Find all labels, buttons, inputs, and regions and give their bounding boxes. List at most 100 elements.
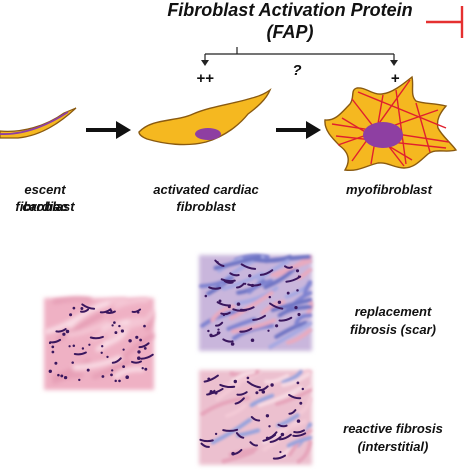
tissue-fiber-streak: [268, 321, 312, 349]
tissue-nucleus-dot: [122, 365, 126, 369]
tissue-nucleus-rod: [236, 282, 245, 289]
tissue-nucleus-dot: [118, 324, 121, 328]
tissue-fiber-streak: [113, 297, 149, 310]
tissue-nucleus-rod: [278, 433, 292, 441]
tissue-fiber-streak: [138, 310, 155, 326]
tissue-nucleus-dot: [268, 295, 272, 299]
fibrosis-replacement-line-2: fibrosis (scar): [350, 322, 436, 337]
tissue-fiber-streak: [91, 322, 121, 342]
tissue-fiber-streak: [277, 305, 312, 318]
tissue-nucleus-dot: [137, 356, 141, 360]
fap-bracket: [204, 47, 395, 60]
tissue-nucleus-dot: [106, 355, 109, 359]
tissue-nucleus-dot: [230, 342, 235, 346]
tissue-nucleus-rod: [269, 302, 284, 310]
tissue-nucleus-dot: [63, 375, 68, 380]
tissue-panel-replacement-fibrosis: [199, 253, 314, 351]
fibrosis-reactive-line-1: reactive fibrosis: [343, 421, 443, 436]
tissue-nucleus-rod: [215, 321, 224, 327]
tissue-fiber-streak: [51, 372, 84, 384]
tissue-fiber-streak: [285, 290, 312, 312]
bracket-arrowhead-right-icon: [390, 60, 398, 66]
tissue-fiber-streak: [234, 286, 279, 306]
tissue-nucleus-rod: [288, 393, 302, 400]
tissue-fiber-streak: [276, 419, 307, 432]
tissue-fiber-streak: [281, 372, 311, 387]
effect-label-myofibroblast: +: [390, 70, 400, 87]
tissue-nucleus-rod: [293, 429, 305, 434]
tissue-nucleus-dot: [65, 329, 70, 334]
tissue-nucleus-rod: [246, 380, 261, 389]
tissue-nucleus-rod: [235, 432, 245, 439]
tissue-nucleus-rod: [267, 431, 278, 440]
tissue-fiber-streak: [51, 358, 91, 380]
tissue-panel-reactive-fibrosis: [199, 369, 312, 465]
tissue-nucleus-rod: [236, 391, 248, 396]
tissue-nucleus-rod: [247, 283, 262, 287]
tissue-nucleus-dot: [135, 335, 139, 339]
tissue-nucleus-dot: [265, 414, 270, 418]
tissue-fiber-streak: [263, 255, 311, 263]
tissue-nucleus-dot: [295, 269, 300, 273]
tissue-nucleus-dot: [248, 274, 252, 278]
tissue-nucleus-dot: [279, 450, 282, 454]
tissue-fiber-streak: [294, 313, 312, 326]
tissue-fiber-streak: [302, 280, 312, 297]
tissue-nucleus-dot: [86, 368, 90, 372]
tissue-nucleus-dot: [111, 324, 114, 327]
tissue-fiber-streak: [221, 271, 264, 291]
tissue-fiber-streak: [274, 320, 308, 339]
tissue-nucleus-rod: [220, 278, 236, 283]
tissue-nucleus-rod: [200, 442, 210, 448]
tissue-nucleus-rod: [234, 397, 245, 405]
tissue-nucleus-rod: [277, 423, 288, 428]
tissue-fiber-streak: [215, 382, 242, 401]
tissue-nucleus-dot: [114, 379, 117, 383]
tissue-nucleus-rod: [208, 286, 222, 290]
tissue-nucleus-dot: [144, 367, 148, 371]
tissue-nucleus-rod: [214, 259, 225, 267]
tissue-fiber-streak: [231, 318, 277, 334]
tissue-fiber-streak: [122, 333, 155, 359]
tissue-nucleus-dot: [71, 361, 74, 364]
tissue-nucleus-rod: [140, 353, 154, 360]
tissue-nucleus-dot: [51, 350, 55, 354]
title-line-1: Fibroblast Activation Protein: [167, 0, 413, 20]
quiescent-fibroblast: [0, 107, 77, 139]
tissue-nucleus-dot: [296, 381, 300, 385]
tissue-nucleus-dot: [236, 302, 241, 306]
tissue-nucleus-dot: [268, 425, 271, 428]
tissue-nucleus-rod: [222, 338, 234, 343]
tissue-nucleus-rod: [203, 374, 219, 383]
tissue-nucleus-dot: [68, 345, 71, 348]
tissue-nucleus-dot: [255, 391, 259, 395]
tissue-fiber-streak: [66, 319, 110, 338]
stage-activated-line-2: fibroblast: [176, 199, 236, 214]
tissue-nucleus-rod: [278, 316, 293, 322]
tissue-nucleus-dot: [217, 328, 220, 331]
tissue-fiber-streak: [199, 276, 232, 289]
tissue-fiber-streak: [229, 290, 274, 321]
tissue-nucleus-dot: [214, 432, 218, 436]
tissue-fiber-streak: [257, 385, 303, 408]
tissue-nucleus-dot: [277, 300, 282, 305]
tissue-nucleus-rod: [111, 357, 122, 364]
tissue-fiber-streak: [225, 403, 247, 418]
myofibroblast-cell: [324, 75, 458, 172]
tissue-nucleus-rod: [288, 409, 297, 415]
tissue-nucleus-dot: [78, 378, 81, 382]
tissue-nucleus-rod: [131, 308, 142, 313]
tissue-nucleus-dot: [207, 329, 210, 333]
stage-quiescent-line-2: fibroblast: [15, 199, 75, 214]
tissue-nucleus-dot: [62, 332, 66, 336]
effect-label-activated: ++: [196, 70, 214, 87]
tissue-fiber-streak: [72, 355, 122, 370]
tissue-nucleus-dot: [80, 307, 84, 310]
tissue-nucleus-dot: [60, 374, 64, 378]
tissue-nucleus-rod: [272, 454, 286, 460]
tissue-nucleus-dot: [233, 379, 238, 384]
tissue-fiber-streak: [102, 326, 130, 346]
tissue-nucleus-dot: [143, 324, 146, 328]
tissue-nucleus-dot: [48, 369, 52, 373]
